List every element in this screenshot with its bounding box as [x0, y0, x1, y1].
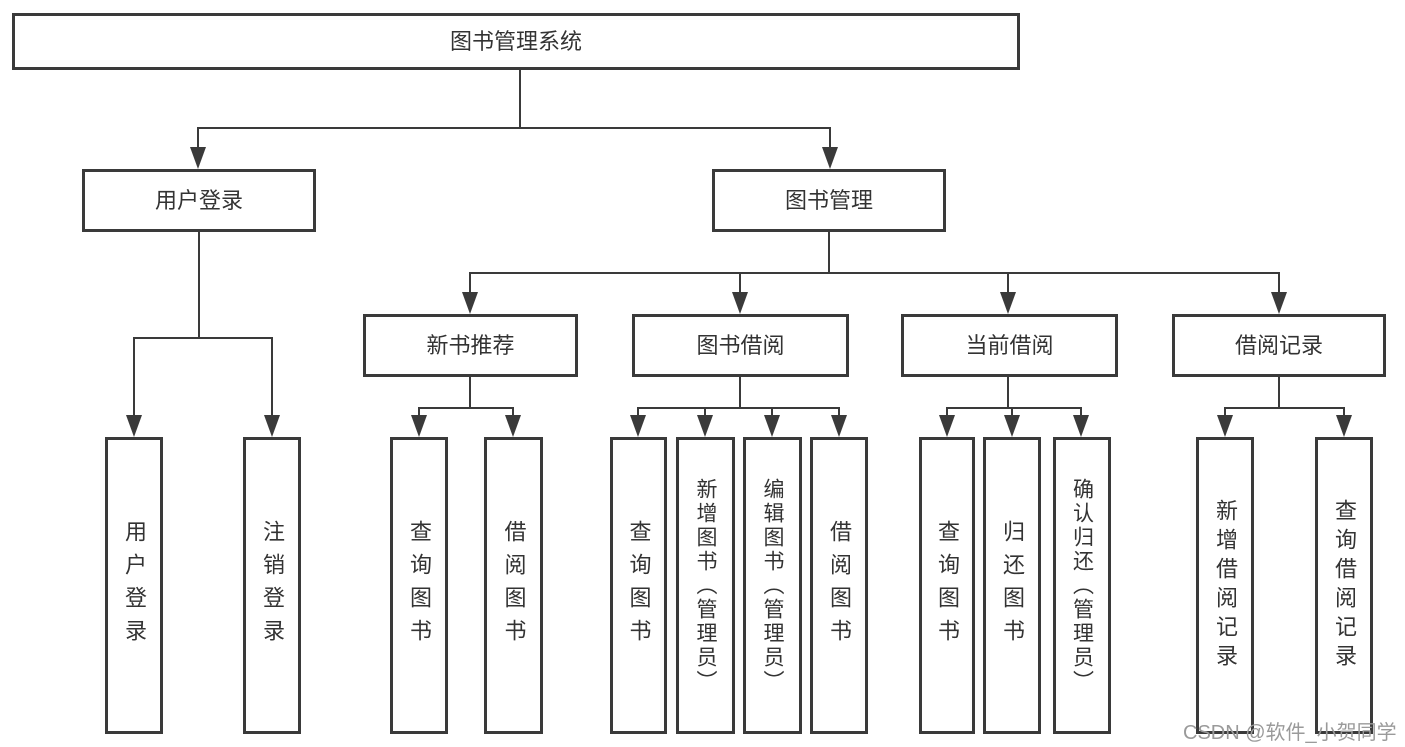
connector-currentborrow-stem	[1007, 377, 1009, 409]
arrowhead-to-current-borrow	[1000, 292, 1016, 314]
arrowhead-to-leaf-login	[126, 415, 142, 437]
node-root-label: 图书管理系统	[449, 28, 582, 54]
node-new-book-recommend-label: 新书推荐	[426, 332, 515, 358]
connector-userlogin-stem	[198, 232, 200, 338]
leaf-add-borrow-record: 新增借阅记录	[1196, 437, 1254, 734]
node-current-borrowing-label: 当前借阅	[965, 332, 1054, 358]
leaf-borrow-books-a-label: 借阅图书	[501, 519, 527, 652]
arrowhead-to-leaf-add-record	[1217, 415, 1233, 437]
connector-root-stem	[519, 70, 521, 128]
connector-bookmgmt-arrowstem-2	[739, 272, 741, 296]
node-book-management-label: 图书管理	[784, 187, 873, 213]
connector-bookmgmt-stem	[828, 232, 830, 274]
leaf-borrow-books-a: 借阅图书	[484, 437, 543, 734]
leaf-return-books: 归还图书	[983, 437, 1041, 734]
node-borrowing-records: 借阅记录	[1172, 314, 1386, 377]
leaf-query-borrow-record: 查询借阅记录	[1315, 437, 1373, 734]
leaf-borrow-books-b-label: 借阅图书	[827, 519, 852, 652]
node-user-login: 用户登录	[82, 169, 316, 232]
connector-records-arrowstem-2	[1343, 407, 1345, 419]
arrowhead-to-leaf-confirm-return	[1073, 415, 1089, 437]
connector-root-arrowstem-right	[829, 127, 831, 151]
connector-bookmgmt-rail	[469, 272, 1280, 274]
arrowhead-to-user-login	[190, 147, 206, 169]
leaf-return-books-label: 归还图书	[1000, 519, 1025, 652]
arrowhead-to-leaf-borrow-books-a	[505, 415, 521, 437]
leaf-edit-books-admin-label: 编辑图书（管理员）	[761, 477, 784, 694]
arrowhead-to-leaf-logout	[264, 415, 280, 437]
connector-currentborrow-arrowstem-2	[1011, 407, 1013, 419]
leaf-confirm-return-admin-label: 确认归还（管理员）	[1070, 477, 1094, 694]
leaf-user-login: 用户登录	[105, 437, 163, 734]
connector-bookmgmt-arrowstem-3	[1007, 272, 1009, 296]
leaf-logout-label: 注销登录	[260, 519, 285, 652]
leaf-add-borrow-record-label: 新增借阅记录	[1213, 498, 1238, 673]
leaf-query-books-c: 查询图书	[919, 437, 975, 734]
connector-bookmgmt-arrowstem-1	[469, 272, 471, 296]
leaf-query-books-a: 查询图书	[390, 437, 448, 734]
node-book-management: 图书管理	[712, 169, 946, 232]
connector-userlogin-rail	[133, 337, 273, 339]
connector-bookborrow-arrowstem-1	[637, 407, 639, 419]
leaf-query-books-c-label: 查询图书	[935, 519, 960, 652]
connector-bookmgmt-arrowstem-4	[1278, 272, 1280, 296]
connector-newbooks-stem	[469, 377, 471, 409]
connector-currentborrow-arrowstem-1	[946, 407, 948, 419]
connector-currentborrow-rail	[946, 407, 1082, 409]
connector-currentborrow-arrowstem-3	[1080, 407, 1082, 419]
arrowhead-to-leaf-query-record	[1336, 415, 1352, 437]
connector-records-arrowstem-1	[1224, 407, 1226, 419]
leaf-edit-books-admin: 编辑图书（管理员）	[743, 437, 802, 734]
node-new-book-recommend: 新书推荐	[363, 314, 578, 377]
connector-newbooks-arrowstem-2	[512, 407, 514, 419]
leaf-query-borrow-record-label: 查询借阅记录	[1332, 498, 1357, 673]
arrowhead-to-leaf-query-books-a	[411, 415, 427, 437]
csdn-watermark: CSDN @软件_小贺同学	[1183, 722, 1397, 744]
connector-records-stem	[1278, 377, 1280, 409]
node-borrowing-records-label: 借阅记录	[1234, 332, 1323, 358]
leaf-logout: 注销登录	[243, 437, 301, 734]
leaf-confirm-return-admin: 确认归还（管理员）	[1053, 437, 1111, 734]
arrowhead-to-leaf-query-books-c	[939, 415, 955, 437]
connector-userlogin-arrowstem-1	[133, 337, 135, 419]
node-user-login-label: 用户登录	[154, 187, 243, 213]
connector-newbooks-rail	[418, 407, 514, 409]
connector-bookborrow-stem	[739, 377, 741, 409]
node-book-borrowing-label: 图书借阅	[696, 332, 785, 358]
arrowhead-to-leaf-return-books	[1004, 415, 1020, 437]
connector-userlogin-arrowstem-2	[271, 337, 273, 419]
leaf-query-books-a-label: 查询图书	[407, 519, 432, 652]
leaf-query-books-b: 查询图书	[610, 437, 667, 734]
arrowhead-to-leaf-add-books	[697, 415, 713, 437]
connector-records-rail	[1224, 407, 1345, 409]
leaf-query-books-b-label: 查询图书	[626, 519, 652, 652]
connector-root-rail	[197, 127, 831, 129]
arrowhead-to-leaf-edit-books	[764, 415, 780, 437]
connector-root-arrowstem-left	[197, 127, 199, 151]
node-book-borrowing: 图书借阅	[632, 314, 849, 377]
connector-bookborrow-rail	[637, 407, 840, 409]
leaf-borrow-books-b: 借阅图书	[810, 437, 868, 734]
arrowhead-to-book-borrow	[732, 292, 748, 314]
arrowhead-to-leaf-query-books-b	[630, 415, 646, 437]
connector-bookborrow-arrowstem-2	[704, 407, 706, 419]
connector-bookborrow-arrowstem-4	[838, 407, 840, 419]
leaf-user-login-label: 用户登录	[122, 519, 147, 652]
leaf-add-books-admin: 新增图书（管理员）	[676, 437, 735, 734]
node-root: 图书管理系统	[12, 13, 1020, 70]
leaf-add-books-admin-label: 新增图书（管理员）	[694, 477, 717, 694]
arrowhead-to-book-management	[822, 147, 838, 169]
connector-bookborrow-arrowstem-3	[771, 407, 773, 419]
arrowhead-to-leaf-borrow-books-b	[831, 415, 847, 437]
arrowhead-to-new-books	[462, 292, 478, 314]
arrowhead-to-borrow-records	[1271, 292, 1287, 314]
node-current-borrowing: 当前借阅	[901, 314, 1118, 377]
connector-newbooks-arrowstem-1	[418, 407, 420, 419]
